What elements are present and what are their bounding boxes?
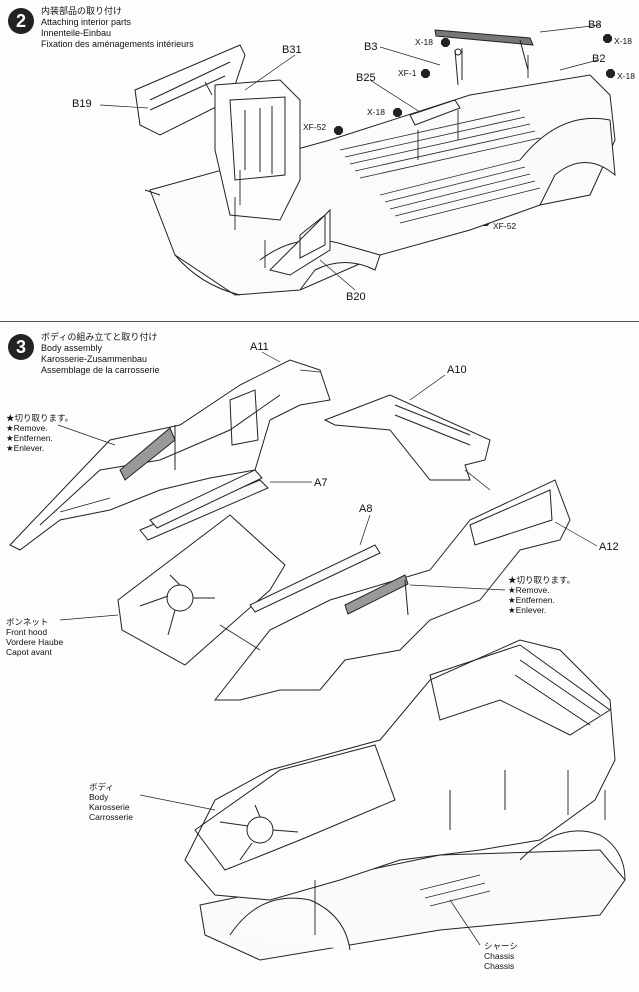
paint-label-x18-c: X-18 [617,71,635,81]
step-2-title-fr: Fixation des aménagements intérieurs [41,39,194,49]
part-label-a11: A11 [250,341,269,353]
step3-body-parts-drawing [9,351,598,701]
body-label-fr: Carrosserie [89,812,133,822]
step-2-title-de: Innenteile-Einbau [41,28,112,38]
step-3-title-fr: Assemblage de la carrosserie [41,365,160,375]
remove-note-right-en: ★Remove. [508,585,550,595]
remove-note-left-en: ★Remove. [6,423,48,433]
step-3-badge: 3 [8,334,34,360]
hood-label-en: Front hood [6,627,48,637]
step-3-title-de: Karosserie-Zusammenbau [41,354,148,364]
step-2-caption: 内装部品の取り付け Attaching interior parts Innen… [41,6,194,50]
step-3-caption: ボディの組み立てと取り付け Body assembly Karosserie-Z… [41,332,160,376]
part-label-a7: A7 [314,477,328,489]
remove-note-left-de: ★Entfernen. [6,433,53,443]
part-label-a10: A10 [447,364,467,376]
part-label-b25: B25 [356,72,376,84]
body-label: ボディ Body Karosserie Carrosserie [89,782,133,822]
body-label-en: Body [89,792,109,802]
step-2-title-jp: 内装部品の取り付け [41,6,123,16]
paint-dot-x18-a [441,38,450,47]
step3-assembled-vehicle-drawing [139,639,626,961]
step-3-number: 3 [15,336,26,357]
paint-label-x18-b: X-18 [614,36,632,46]
chassis-label-jp: シャーシ [484,941,518,951]
remove-note-left: ★切り取ります。 ★Remove. ★Entfernen. ★Enlever. [6,413,73,453]
hood-label-fr: Capot avant [6,647,52,657]
remove-note-right-fr: ★Enlever. [508,605,547,615]
paint-label-x18-d: X-18 [367,107,385,117]
chassis-label: シャーシ Chassis Chassis [484,941,518,971]
remove-note-right: ★切り取ります。 ★Remove. ★Entfernen. ★Enlever. [508,575,575,615]
remove-note-left-fr: ★Enlever. [6,443,45,453]
paint-label-xf52-a: XF-52 [303,122,327,132]
part-label-b8: B8 [588,19,602,31]
paint-dot-x18-c [606,69,615,78]
part-label-b3: B3 [364,41,378,53]
paint-dot-xf52-a [334,126,343,135]
chassis-label-en: Chassis [484,951,515,961]
paint-label-xf52-b: XF-52 [493,221,517,231]
paint-label-xf1: XF-1 [398,68,417,78]
step-2-number: 2 [15,10,26,31]
paint-label-x18-a: X-18 [415,37,433,47]
step-3-title-en: Body assembly [41,343,103,353]
chassis-label-de: Chassis [484,961,515,971]
body-label-de: Karosserie [89,802,130,812]
part-label-a12: A12 [599,541,619,553]
hood-label-jp: ボンネット [6,617,49,627]
hood-label-de: Vordere Haube [6,637,64,647]
step2-chassis-drawing [99,24,616,296]
paint-dot-x18-d [393,108,402,117]
part-label-b19: B19 [72,98,92,110]
part-label-b31: B31 [282,44,302,56]
paint-dot-x18-b [603,34,612,43]
part-label-b2: B2 [592,53,606,65]
remove-note-right-jp: ★切り取ります。 [508,575,576,585]
body-label-jp: ボディ [89,782,114,792]
remove-note-left-jp: ★切り取ります。 [6,413,74,423]
hood-label: ボンネット Front hood Vordere Haube Capot ava… [6,617,63,657]
part-label-b20: B20 [346,291,366,303]
step-2-badge: 2 [8,8,34,34]
part-label-a8: A8 [359,503,373,515]
step-3-title-jp: ボディの組み立てと取り付け [41,332,158,342]
remove-note-right-de: ★Entfernen. [508,595,555,605]
step-divider [0,321,639,322]
step-2-title-en: Attaching interior parts [41,17,132,27]
paint-dot-xf1 [421,69,430,78]
